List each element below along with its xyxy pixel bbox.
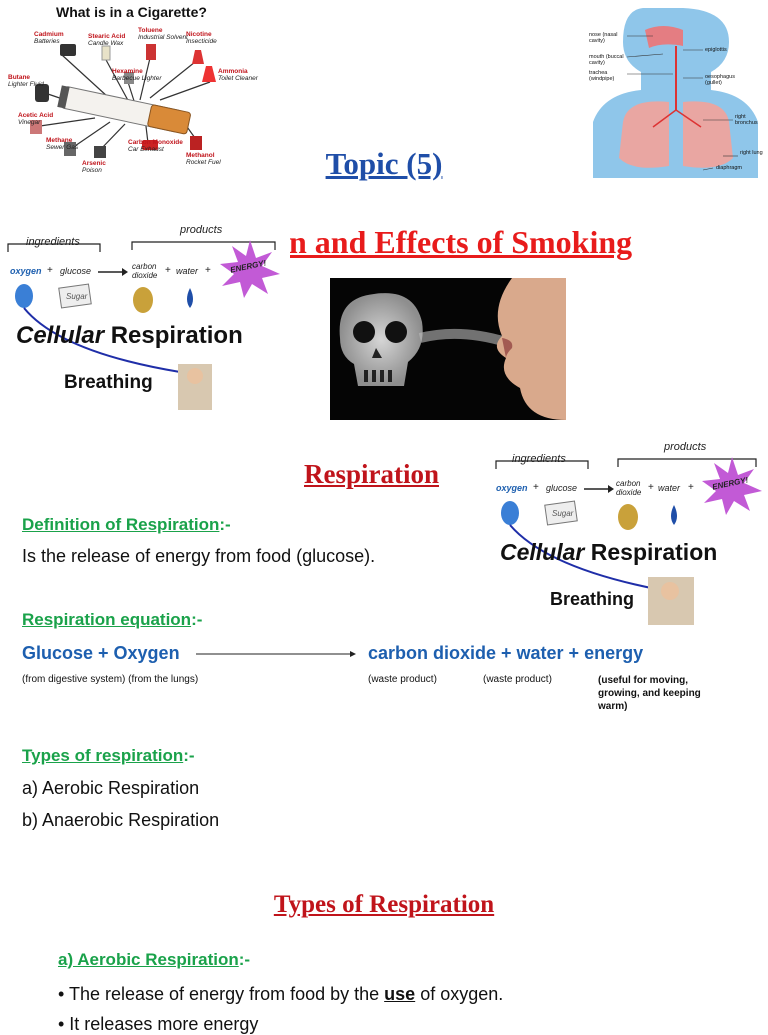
equation-left: Glucose + Oxygen — [22, 643, 180, 663]
types-of-respiration-heading: Types of Respiration — [273, 891, 495, 918]
equation-note-sources: (from digestive system) (from the lungs) — [22, 674, 199, 685]
list-item: a) Aerobic Respiration — [22, 778, 200, 798]
anatomy-label: right lung — [740, 150, 763, 156]
cellular-respiration-title: Cellular Respiration — [500, 539, 718, 565]
plus-sign: + — [688, 482, 694, 493]
anatomy-label: oesophagus (gullet) — [705, 74, 735, 86]
types-heading: Types of respiration:- — [22, 746, 195, 765]
ingredients-label: ingredients — [26, 236, 80, 248]
carbon-dioxide-label: carbon dioxide — [132, 262, 158, 280]
equation-note-waste: (waste product) — [368, 674, 437, 685]
definition-text: Is the release of energy from food (gluc… — [22, 546, 376, 566]
respiration-heading: Respiration — [304, 459, 439, 489]
topic-title: Topic (5) — [325, 146, 443, 181]
cellular-respiration-title: Cellular Respiration — [16, 322, 243, 349]
plus-sign: + — [165, 265, 171, 276]
water-label: water — [176, 266, 199, 276]
equation-heading: Respiration equation:- — [22, 610, 203, 629]
equation-note-waste: (waste product) — [483, 674, 552, 685]
sugar-label: Sugar — [66, 292, 88, 301]
list-item: b) Anaerobic Respiration — [22, 810, 220, 830]
equation-arrow — [196, 651, 356, 657]
ingredients-label: ingredients — [512, 453, 566, 465]
products-label: products — [180, 224, 223, 236]
plus-sign: + — [533, 482, 539, 493]
oxygen-label: oxygen — [10, 266, 42, 276]
equation-right: carbon dioxide + water + energy — [368, 643, 644, 663]
oxygen-label: oxygen — [496, 483, 528, 493]
anatomy-label: nose (nasal cavity) — [589, 32, 618, 44]
plus-sign: + — [47, 265, 53, 276]
aerobic-bullet: • It releases more energy — [58, 1014, 259, 1034]
breathing-label: Breathing — [550, 589, 635, 609]
glucose-label: glucose — [546, 483, 578, 493]
anatomy-label: trachea (windpipe) — [589, 70, 615, 82]
aerobic-heading: a) Aerobic Respiration:- — [58, 950, 251, 969]
definition-heading: Definition of Respiration:- — [22, 515, 231, 534]
equation-note-energy: (useful for moving, growing, and keeping… — [598, 675, 701, 712]
aerobic-bullet: • The release of energy from food by the… — [58, 984, 504, 1004]
cigarette-title: What is in a Cigarette? — [56, 4, 207, 20]
anatomy-label: right bronchus — [735, 114, 758, 126]
carbon-dioxide-label: carbon dioxide — [616, 479, 642, 497]
diagram-lines — [495, 457, 762, 625]
diagram-lines — [7, 240, 280, 410]
torso-illustration — [593, 8, 758, 178]
cellular-respiration-diagram: ingredients products oxygen + glucose Su… — [0, 222, 290, 432]
plus-sign: + — [205, 265, 211, 276]
respiratory-system-diagram: nose (nasal cavity) mouth (buccal cavity… — [583, 2, 768, 178]
cigarette-illustration — [30, 44, 216, 158]
smoking-skull-photo — [330, 278, 566, 420]
breathing-label: Breathing — [64, 372, 153, 393]
anatomy-label: diaphragm — [716, 165, 742, 171]
anatomy-label: mouth (buccal cavity) — [589, 54, 624, 66]
products-label: products — [664, 441, 707, 453]
cellular-respiration-diagram: ingredients products oxygen + glucose Su… — [488, 439, 768, 635]
sugar-label: Sugar — [552, 509, 574, 518]
anatomy-label: epiglottis — [705, 47, 727, 53]
plus-sign: + — [648, 482, 654, 493]
main-heading: n and Effects of Smoking — [289, 224, 633, 260]
water-label: water — [658, 483, 681, 493]
glucose-label: glucose — [60, 266, 92, 276]
smoke-skull-image — [339, 278, 566, 420]
